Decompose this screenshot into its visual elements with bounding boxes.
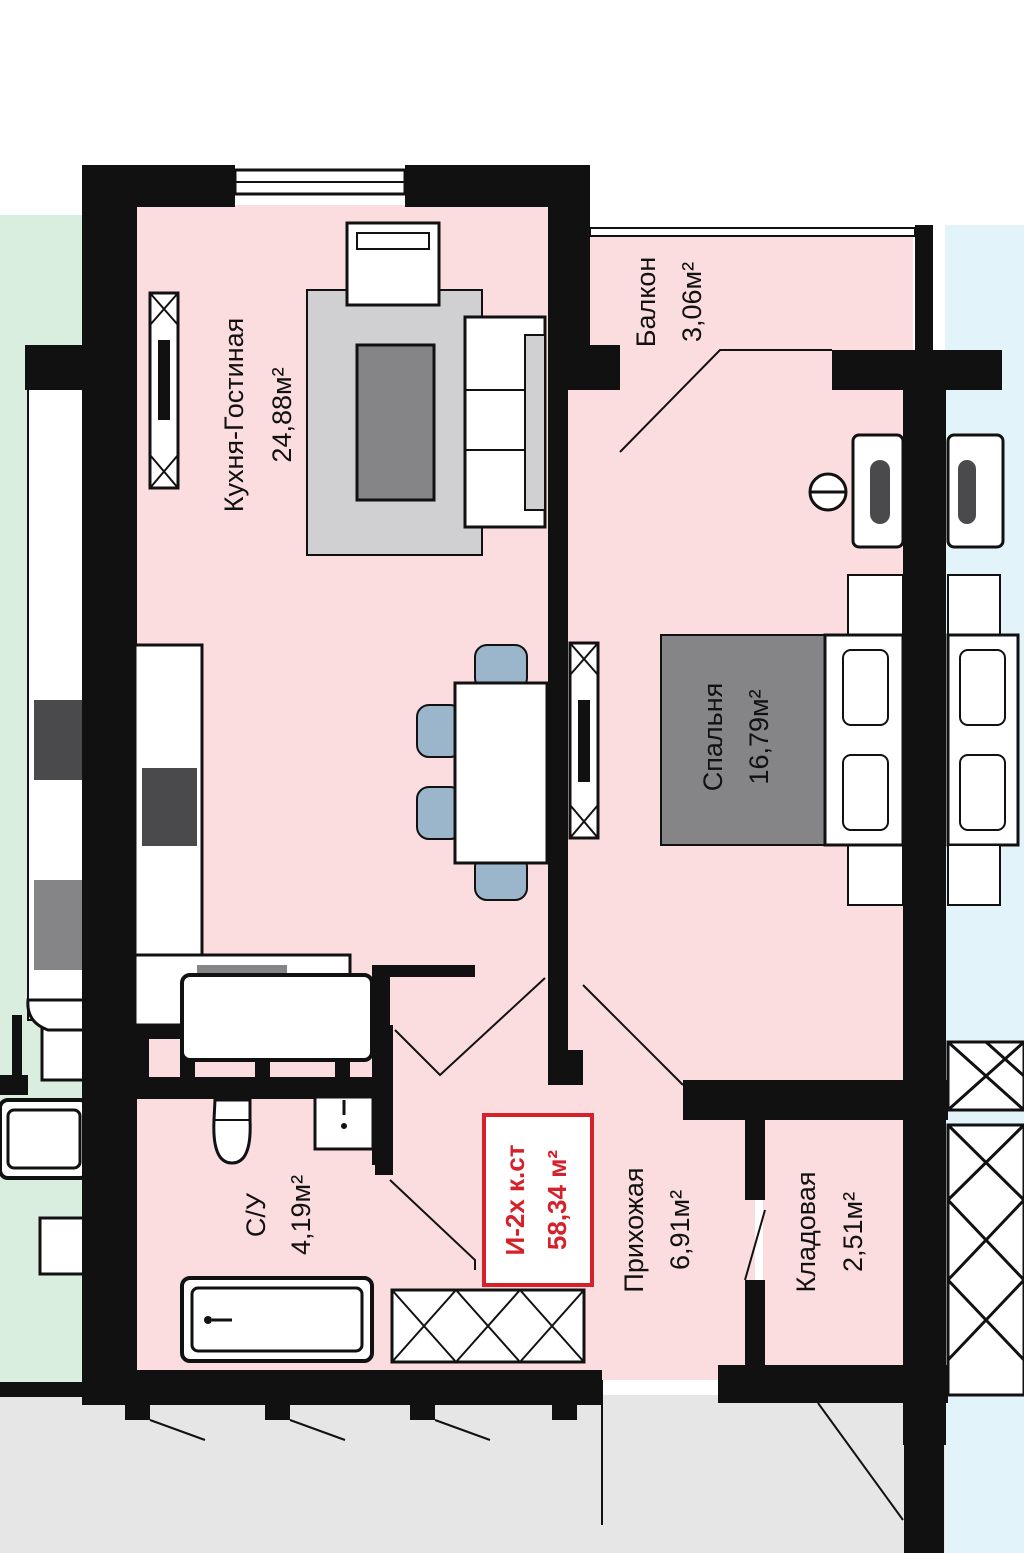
tv — [158, 340, 170, 420]
nightstand — [847, 844, 904, 906]
bathtub — [180, 973, 374, 1062]
neighbor-left-details — [0, 387, 96, 1276]
room-label-storage-area: 2,51м² — [838, 1192, 868, 1272]
room-label-bathroom-name: С/У — [241, 1192, 271, 1237]
bathroom-fixtures — [180, 973, 375, 1165]
built-in-wardrobe — [390, 1288, 586, 1364]
room-label-hallway-area: 6,91м² — [665, 1190, 695, 1270]
apartment-area: 58,34 м² — [542, 1150, 572, 1251]
walls — [0, 165, 1002, 1553]
toilet — [212, 1098, 252, 1165]
nightstand — [847, 574, 904, 636]
dining-table — [453, 681, 549, 865]
room-label-balcony-name: Балкон — [631, 257, 661, 348]
room-label-storage-name: Кладовая — [791, 1172, 821, 1293]
apartment-type: И-2х к.ст — [500, 1144, 530, 1255]
room-label-bedroom-name: Спальня — [698, 683, 728, 792]
doors — [149, 349, 904, 1525]
tv-bedroom — [578, 700, 590, 782]
bathtub-group — [180, 1276, 374, 1363]
room-label-kitchen-area: 24,88м² — [267, 367, 297, 462]
coffee-table — [355, 343, 436, 502]
apartment-tag: И-2х к.ст 58,34 м² — [482, 1113, 594, 1287]
corridor — [0, 1395, 945, 1553]
windows — [233, 168, 916, 237]
room-label-hallway-name: Прихожая — [619, 1167, 649, 1292]
room-label-bedroom-area: 16,79м² — [744, 689, 774, 784]
room-label-kitchen-name: Кухня-Гостиная — [219, 318, 249, 513]
stove — [142, 768, 197, 846]
bedroom-furniture — [568, 433, 905, 906]
room-label-balcony-area: 3,06м² — [677, 262, 707, 342]
neighbor-right-details — [946, 433, 1024, 1397]
room-label-bathroom-area: 4,19м² — [286, 1175, 316, 1255]
